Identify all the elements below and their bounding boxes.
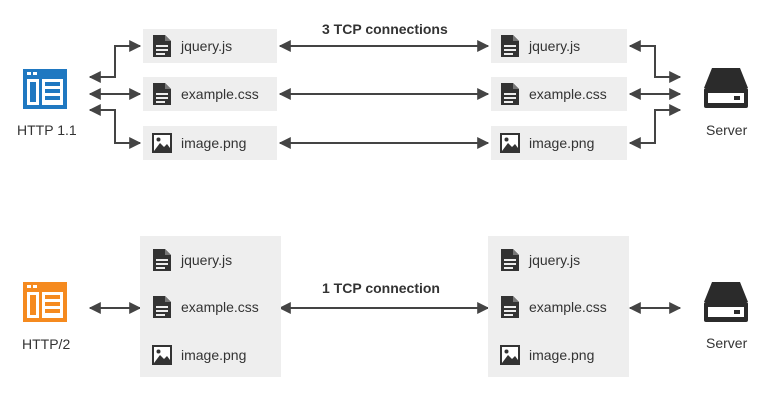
arrow-server-jquery (628, 40, 682, 83)
file-item: image.png (499, 129, 594, 157)
http2-label: HTTP/2 (22, 336, 71, 352)
file-item: jquery.js (499, 32, 580, 60)
arrow-client-image (88, 104, 142, 149)
file-item: example.css (499, 293, 607, 321)
file-item: example.css (151, 80, 259, 108)
connection-label-top: 3 TCP connections (322, 21, 448, 37)
server-label-bottom: Server (706, 335, 748, 351)
file-name: example.css (181, 86, 259, 102)
file-name: example.css (529, 299, 607, 315)
http1-label: HTTP 1.1 (17, 122, 77, 138)
file-item: example.css (499, 80, 607, 108)
file-name: jquery.js (529, 252, 581, 268)
file-name: image.png (181, 347, 247, 363)
file-name: image.png (181, 135, 247, 151)
http1-browser-icon (21, 67, 69, 111)
image-icon (500, 133, 520, 153)
file-item: image.png (151, 129, 246, 157)
connection-label-bottom: 1 TCP connection (322, 280, 440, 296)
arrow-client-jquery (88, 40, 142, 83)
file-name: jquery.js (181, 38, 233, 54)
file-item: jquery.js (499, 246, 580, 274)
server-icon-top (702, 66, 750, 110)
file-name: image.png (529, 135, 595, 151)
file-item: image.png (499, 341, 594, 369)
file-item: jquery.js (151, 246, 232, 274)
server-icon-bottom (702, 280, 750, 324)
image-icon (500, 345, 520, 365)
file-name: jquery.js (529, 38, 581, 54)
arrow-server-image (628, 104, 682, 149)
document-icon (501, 296, 519, 318)
file-name: example.css (181, 299, 259, 315)
document-icon (153, 35, 171, 57)
document-icon (501, 83, 519, 105)
file-name: example.css (529, 86, 607, 102)
image-icon (152, 133, 172, 153)
document-icon (153, 249, 171, 271)
file-item: image.png (151, 341, 246, 369)
document-icon (501, 249, 519, 271)
document-icon (501, 35, 519, 57)
server-label-top: Server (706, 122, 748, 138)
file-item: example.css (151, 293, 259, 321)
image-icon (152, 345, 172, 365)
document-icon (153, 83, 171, 105)
file-name: image.png (529, 347, 595, 363)
file-item: jquery.js (151, 32, 232, 60)
file-name: jquery.js (181, 252, 233, 268)
document-icon (153, 296, 171, 318)
http2-browser-icon (21, 280, 69, 324)
